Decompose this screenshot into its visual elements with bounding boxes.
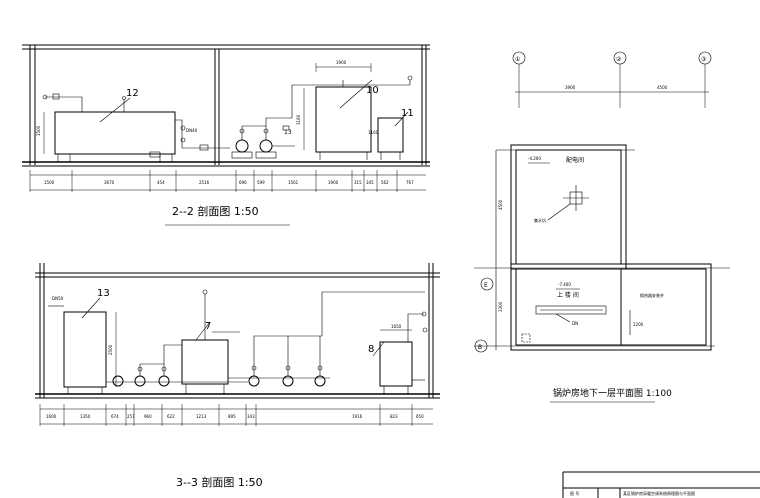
svg-text:343: 343	[247, 414, 255, 419]
row-e: E	[484, 282, 488, 289]
svg-text:1600: 1600	[46, 414, 57, 419]
svg-text:674: 674	[111, 414, 119, 419]
room-upper-label: 配电间	[566, 156, 584, 164]
pump-b	[259, 139, 273, 153]
room-lower-right-label: 换热器安装井	[640, 292, 664, 298]
svg-text:1213: 1213	[196, 414, 207, 419]
pump-e	[248, 375, 260, 387]
tank-12	[54, 111, 176, 155]
svg-text:257: 257	[127, 414, 135, 419]
svg-text:DN40: DN40	[186, 128, 198, 133]
tank10-dim: 1900	[336, 60, 347, 65]
svg-text:DN50: DN50	[52, 296, 64, 301]
svg-text:-7.400: -7.400	[558, 282, 571, 287]
svg-text:集水坑: 集水坑	[534, 217, 546, 223]
label-7: 7	[205, 321, 211, 332]
axis-2: ②	[616, 56, 622, 63]
svg-text:315: 315	[354, 180, 362, 185]
room-lower	[510, 263, 712, 351]
label-13: 13	[97, 288, 110, 299]
pump-a	[235, 139, 249, 153]
svg-text:622: 622	[167, 414, 175, 419]
svg-text:1350: 1350	[80, 414, 91, 419]
tank-10	[315, 86, 372, 153]
plan-caption: 锅炉房地下一层平面图 1:100	[553, 387, 672, 399]
title-block: 图 号 某区锅炉房采暖空调系统原理图与平面图	[562, 471, 760, 498]
svg-text:3900: 3900	[565, 85, 576, 90]
svg-text:-4.200: -4.200	[528, 156, 541, 161]
svg-text:3160: 3160	[296, 114, 301, 125]
caption-3-3: 3--3 剖面图 1:50	[176, 475, 263, 489]
room-lower-label: 上 楼 间	[557, 291, 579, 299]
pump-c	[134, 375, 146, 387]
section-2-2: 12 1500 DN40 13 3160	[22, 44, 430, 226]
pump-g	[314, 375, 326, 387]
svg-text:1916: 1916	[352, 414, 363, 419]
axis-3: ③	[701, 56, 706, 63]
svg-text:13: 13	[284, 129, 292, 136]
svg-text:696: 696	[239, 180, 247, 185]
label-11: 11	[401, 108, 414, 119]
svg-text:1160: 1160	[368, 130, 379, 135]
label-8: 8	[368, 344, 374, 355]
svg-text:895: 895	[228, 414, 236, 419]
tank-13	[63, 311, 107, 388]
svg-text:1500: 1500	[36, 125, 41, 136]
svg-text:1561: 1561	[288, 180, 299, 185]
svg-text:1900: 1900	[328, 180, 339, 185]
svg-text:562: 562	[381, 180, 389, 185]
svg-text:823: 823	[390, 414, 398, 419]
svg-text:2500: 2500	[108, 344, 113, 355]
tank-8	[379, 341, 413, 387]
svg-text:960: 960	[144, 414, 152, 419]
caption-2-2: 2--2 剖面图 1:50	[172, 204, 259, 218]
pump-d	[158, 375, 170, 387]
tank-7	[181, 339, 229, 385]
svg-text:4500: 4500	[498, 199, 503, 210]
svg-text:1200: 1200	[633, 322, 644, 327]
svg-text:454: 454	[157, 180, 165, 185]
tank8-dim: 1650	[391, 324, 402, 329]
svg-text:DN: DN	[572, 321, 578, 326]
svg-text:3300: 3300	[498, 301, 503, 312]
svg-text:599: 599	[257, 180, 265, 185]
tank-11	[377, 117, 404, 153]
svg-text:3670: 3670	[104, 180, 115, 185]
svg-text:767: 767	[406, 180, 414, 185]
svg-text:2516: 2516	[199, 180, 210, 185]
floor-plan: ① ② ③ 3900 4500 4500 配电间 -4.200 集水坑 3300…	[474, 51, 730, 403]
label-10: 10	[366, 85, 379, 96]
label-12: 12	[126, 88, 139, 99]
dims-2-2: 1500 3670 454 2516 696 599 1561 1900 315…	[29, 170, 426, 192]
svg-text:650: 650	[416, 414, 424, 419]
row-b: B	[478, 344, 482, 351]
section-3-3: 13 DN50 2500 7	[35, 263, 440, 489]
pump-f	[282, 375, 294, 387]
axis-1: ①	[515, 56, 520, 63]
svg-text:4500: 4500	[657, 85, 668, 90]
svg-text:1500: 1500	[44, 180, 55, 185]
title-block-text: 某区锅炉房采暖空调系统原理图与平面图	[623, 490, 695, 496]
title-block-label: 图 号	[570, 490, 579, 496]
svg-text:345: 345	[366, 180, 374, 185]
dims-3-3: 1600 1350 674 257 960 622 1213 895 343 1…	[39, 404, 433, 426]
